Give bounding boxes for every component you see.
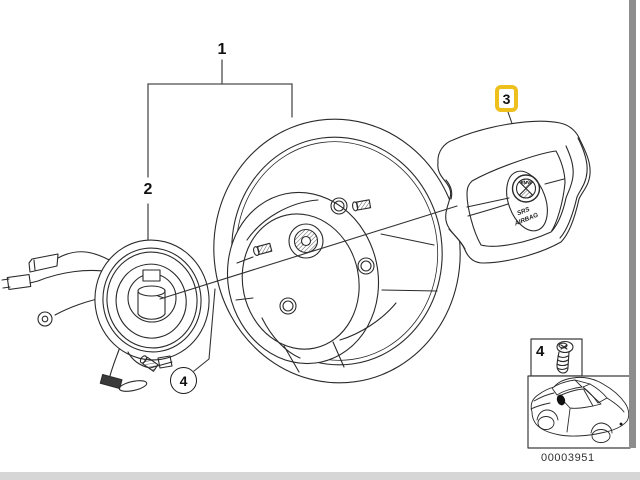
steering-shaft [288,223,324,259]
callout-2[interactable]: 2 [143,181,153,198]
car-reference-box [527,375,631,449]
screw-reference-box [530,338,583,377]
hub-screw-icon-right [351,199,372,212]
callout-4-circle-label: 4 [179,372,188,389]
assembly-axis-line [159,205,458,300]
steering-wheel [213,118,461,384]
bmw-logo-text: BMW [521,180,532,185]
page-edge-bar [629,0,636,448]
slip-ring [94,239,210,372]
wheel-hub [226,191,380,365]
callout-4-box-label[interactable]: 4 [536,343,545,360]
screw-icon [556,340,574,374]
plug-connector-icon [1,273,32,291]
steering-position-dot [556,394,566,406]
diagram-part-number: 00003951 [541,452,595,464]
bmw-roundel-icon: BMW [511,174,541,203]
slip-ring-screw-icon [139,355,159,372]
wheel-spokes [235,233,438,373]
callout-3-label: 3 [502,90,511,107]
hub-screw-icon-left [253,242,273,257]
wire-loop [118,380,148,392]
spade-connector-icon [28,253,59,273]
car-location-icon [530,376,630,443]
callout-4-circle[interactable]: 4 [170,367,197,394]
airbag-module: BMW SRS AIRBAG [437,120,591,264]
hub-bolt-holes [279,197,375,315]
small-connector-icon [99,374,123,390]
leader-line-4 [193,288,216,372]
callout-3-highlighted[interactable]: 3 [495,85,518,112]
callout-1[interactable]: 1 [217,41,227,58]
srs-text-line1: SRS [516,206,531,218]
page-footer-strip [0,472,640,480]
ring-terminal-icon [37,311,53,327]
